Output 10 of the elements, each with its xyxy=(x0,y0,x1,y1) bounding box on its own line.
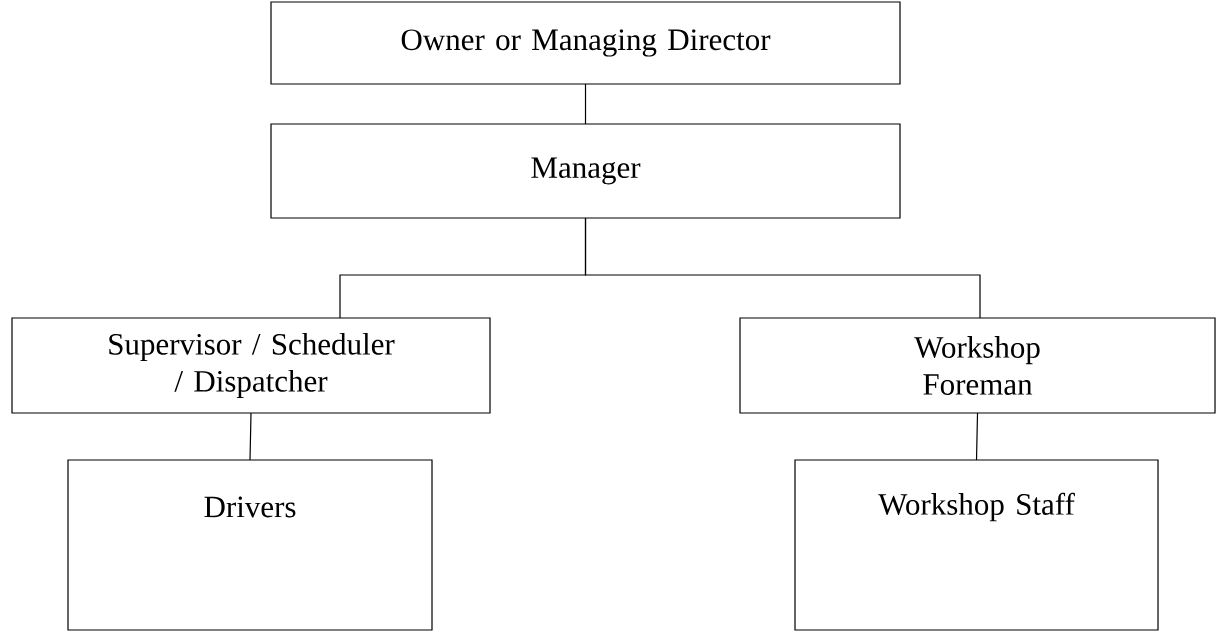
connector-line xyxy=(975,412,979,461)
org-box: Supervisor / Scheduler / Dispatcher xyxy=(11,317,491,414)
connector-line xyxy=(584,83,587,125)
org-box: Manager xyxy=(270,123,901,219)
org-box: Owner or Managing Director xyxy=(270,1,901,85)
org-box: Drivers xyxy=(67,459,433,631)
org-box: Workshop Staff xyxy=(794,459,1159,631)
org-box: Workshop Foreman xyxy=(739,317,1216,414)
connector-line xyxy=(584,217,981,319)
connector-line xyxy=(249,412,252,461)
